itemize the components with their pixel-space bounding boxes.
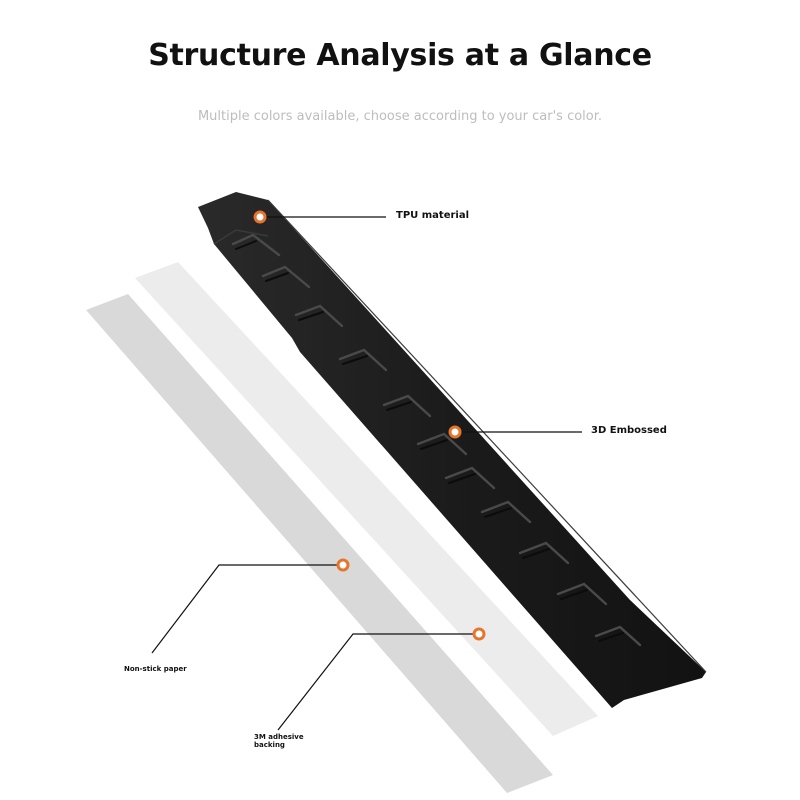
page-subtitle: Multiple colors available, choose accord… bbox=[197, 109, 603, 124]
adhesive-backing-layer bbox=[135, 262, 598, 736]
embossed-ridges bbox=[231, 233, 642, 647]
non-stick-paper-layer bbox=[86, 294, 553, 793]
tpu-strip bbox=[198, 192, 707, 708]
tpu-material-label: TPU material bbox=[396, 210, 470, 221]
non-stick-paper-label: Non-stick paper bbox=[124, 665, 187, 673]
3d-embossed-label: 3D Embossed bbox=[591, 425, 667, 436]
adhesive-backing-label: 3M adhesive backing bbox=[254, 733, 304, 749]
callout-markers bbox=[253, 210, 486, 641]
adhesive-label-line1: 3M adhesive bbox=[254, 733, 304, 741]
page-title: Structure Analysis at a Glance bbox=[148, 38, 652, 73]
callout-lines bbox=[151, 216, 582, 731]
adhesive-label-line2: backing bbox=[254, 741, 285, 750]
